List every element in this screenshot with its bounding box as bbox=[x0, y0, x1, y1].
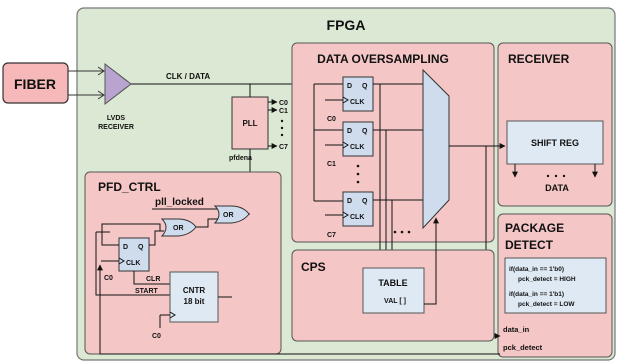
lvds-label-2: RECEIVER bbox=[98, 124, 134, 131]
pll-dot-3 bbox=[280, 133, 284, 137]
table-label: TABLE bbox=[378, 278, 407, 288]
pll-enable-label: pfdena bbox=[229, 155, 252, 162]
ov-ff3-clk: CLK bbox=[350, 214, 364, 221]
ov-bus-dot-3 bbox=[407, 230, 411, 234]
or-gate-2-label: OR bbox=[223, 212, 234, 219]
counter-label-2: 18 bit bbox=[184, 297, 205, 306]
pfd-ff-clock-label: C0 bbox=[104, 275, 113, 282]
fiber-box bbox=[2, 62, 69, 104]
ov-ff3-d: D bbox=[347, 198, 352, 205]
fiber-arrow-top bbox=[97, 66, 105, 76]
pll-label: PLL bbox=[242, 119, 257, 128]
package-detect-code-box bbox=[504, 257, 607, 314]
pfd-ff-q: Q bbox=[138, 244, 144, 251]
receiver-data-label: DATA bbox=[545, 183, 569, 193]
counter-clk-icon bbox=[169, 311, 176, 319]
clk-data-label: CLK / DATA bbox=[166, 72, 210, 81]
ov-ff3-clk-icon bbox=[342, 211, 349, 219]
ov-ff1-clock-label: C0 bbox=[327, 116, 336, 123]
ov-ff2-d: D bbox=[347, 128, 352, 135]
ov-ff1-clk-icon bbox=[342, 96, 349, 104]
pfd-ff-d: D bbox=[123, 244, 128, 251]
shift-reg-label: SHIFT REG bbox=[531, 138, 579, 148]
package-detect-title-2: DETECT bbox=[505, 238, 554, 252]
start-line bbox=[95, 232, 170, 296]
ov-ff1-clk: CLK bbox=[350, 99, 364, 106]
counter-clock-label: C0 bbox=[152, 333, 161, 340]
ov-ff2-q: Q bbox=[362, 128, 368, 135]
or-gate-2-icon bbox=[213, 205, 250, 224]
pll-out-c1-label: C1 bbox=[279, 108, 288, 115]
table-val-label: VAL [ ] bbox=[384, 298, 406, 305]
ov-ff1-q: Q bbox=[362, 83, 368, 90]
table-block bbox=[362, 267, 425, 314]
lvds-label-1: LVDS bbox=[107, 115, 125, 122]
data-in-label: data_in bbox=[503, 325, 530, 334]
pfd-clr-label: CLR bbox=[146, 276, 160, 283]
rx-dot-3 bbox=[562, 174, 566, 178]
receiver-title: RECEIVER bbox=[508, 52, 570, 66]
pll-dot-2 bbox=[280, 126, 284, 130]
rx-dot-2 bbox=[554, 174, 558, 178]
ov-ff2-clk-icon bbox=[342, 141, 349, 149]
fpga-title: FPGA bbox=[327, 17, 366, 33]
fiber-label: FIBER bbox=[14, 76, 56, 92]
ov-flipflop-1 bbox=[342, 76, 374, 112]
shift-reg-block bbox=[506, 120, 604, 165]
code-line-3: if(data_in == 1'b1) bbox=[509, 291, 564, 298]
code-line-1: if(data_in == 1'b0) bbox=[509, 266, 564, 273]
or1-to-or2 bbox=[196, 218, 218, 228]
counter-block bbox=[169, 271, 219, 323]
lvds-receiver-icon bbox=[104, 62, 132, 106]
ov-ff2-clk: CLK bbox=[350, 144, 364, 151]
pfd-ff-clk-icon bbox=[118, 257, 125, 265]
code-line-4: pck_detect = LOW bbox=[518, 301, 575, 308]
rx-dot-1 bbox=[546, 174, 550, 178]
pll-dot-1 bbox=[280, 119, 284, 123]
or-gate-1-label: OR bbox=[173, 225, 184, 232]
pfd-ff-feedback bbox=[101, 223, 161, 246]
counter-clk-line bbox=[159, 314, 170, 328]
ov-bus-dot-2 bbox=[400, 230, 404, 234]
pck-detect-label: pck_detect bbox=[503, 343, 543, 352]
cps-title: CPS bbox=[301, 260, 326, 274]
ov-ff3-clock-label: C7 bbox=[327, 232, 336, 239]
pck-detect-feedback bbox=[97, 264, 500, 355]
counter-label-1: CNTR bbox=[183, 286, 205, 295]
ov-dot-3 bbox=[356, 180, 360, 184]
pll-out-c0-label: C0 bbox=[279, 100, 288, 107]
ov-dot-1 bbox=[356, 164, 360, 168]
package-detect-title-1: PACKAGE bbox=[505, 221, 564, 235]
ov-flipflop-2 bbox=[342, 121, 374, 157]
pll-locked-label: pll_locked bbox=[155, 197, 204, 208]
data-oversampling-title: DATA OVERSAMPLING bbox=[317, 52, 449, 66]
ov-ff3-q: Q bbox=[362, 198, 368, 205]
start-label: START bbox=[135, 288, 159, 295]
ov-bus-dot-1 bbox=[393, 230, 397, 234]
ov-flipflop-3 bbox=[342, 191, 374, 227]
ov-ff2-clock-label: C1 bbox=[327, 161, 336, 168]
or-gate-1-icon bbox=[160, 218, 197, 237]
pll-out-c7-label: C7 bbox=[279, 144, 288, 151]
pfd-ctrl-title: PFD_CTRL bbox=[98, 180, 161, 194]
mux-icon bbox=[422, 68, 450, 230]
data-oversampling-block bbox=[291, 42, 495, 243]
pfd-ff-clk: CLK bbox=[126, 260, 140, 267]
pfd-ff-clr bbox=[133, 271, 170, 285]
fiber-arrow-bottom bbox=[97, 90, 105, 100]
pll-block bbox=[231, 96, 269, 150]
code-line-2: pck_detect = HIGH bbox=[518, 276, 576, 283]
ov-dot-2 bbox=[356, 172, 360, 176]
val-to-mux bbox=[424, 217, 439, 305]
ov-ff1-d: D bbox=[347, 83, 352, 90]
